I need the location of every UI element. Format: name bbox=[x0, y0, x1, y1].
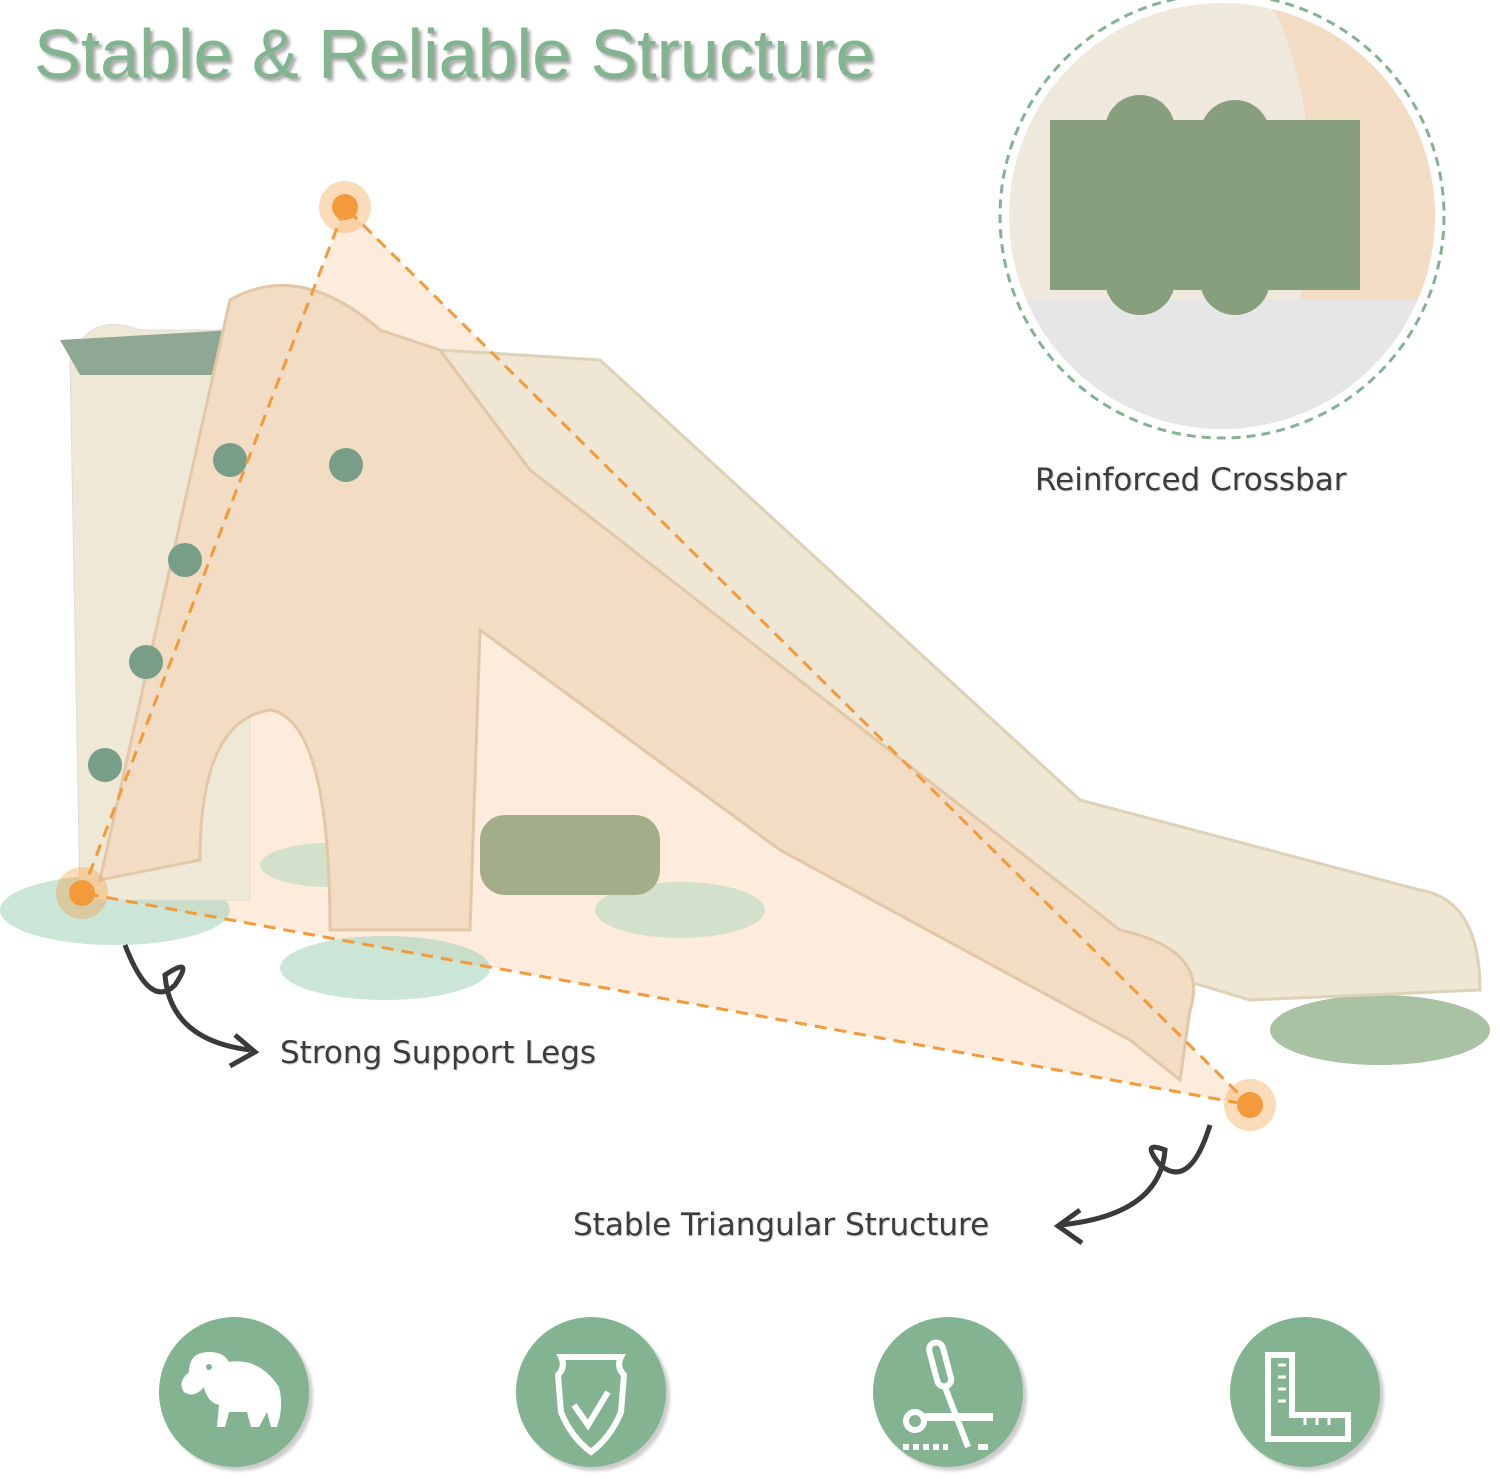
orange-markers bbox=[56, 181, 1276, 1131]
arrowhead bbox=[228, 1033, 260, 1069]
callout-reinforced-crossbar: Reinforced Crossbar bbox=[1035, 462, 1347, 498]
climbing-holds bbox=[88, 443, 363, 782]
triangle-outline bbox=[80, 204, 1255, 1108]
detail-circle-border bbox=[998, 0, 1446, 440]
crossbar-detail bbox=[1009, 3, 1435, 429]
elephant-icon bbox=[159, 1317, 309, 1467]
arrow-triangle bbox=[1059, 1124, 1213, 1228]
leg-shadow bbox=[280, 936, 490, 1000]
leg-shadow bbox=[595, 882, 765, 938]
arrowhead bbox=[1053, 1207, 1084, 1246]
callout-triangular-structure: Stable Triangular Structure bbox=[573, 1207, 990, 1243]
crossbar bbox=[480, 815, 660, 895]
slide-frame bbox=[98, 283, 1196, 1083]
slide-landing bbox=[1270, 995, 1490, 1065]
ruler-square-icon bbox=[1230, 1317, 1380, 1467]
headline: Stable & Reliable Structure bbox=[34, 15, 875, 93]
shield-check-icon bbox=[516, 1317, 666, 1467]
slide-bed bbox=[437, 348, 1482, 1002]
callout-support-legs: Strong Support Legs bbox=[280, 1035, 597, 1071]
scissors-cut-icon bbox=[873, 1317, 1023, 1467]
slide-illustration bbox=[0, 0, 1490, 1246]
arrow-legs bbox=[122, 944, 251, 1053]
